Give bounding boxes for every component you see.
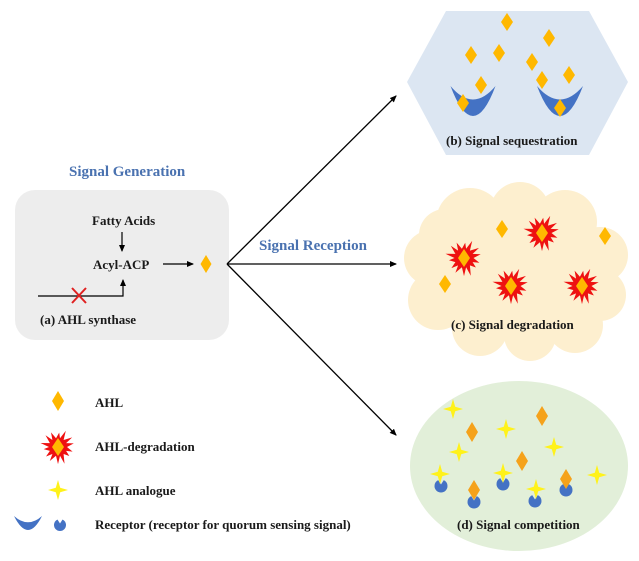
- ahl-degradation-starburst-icon: [40, 430, 74, 465]
- signal-generation-heading: Signal Generation: [69, 164, 186, 180]
- competition-caption: (d) Signal competition: [457, 517, 580, 532]
- ahl-diamond-icon: [501, 13, 513, 31]
- ahl-diamond-icon: [560, 469, 572, 489]
- ahl-diamond-icon: [536, 71, 548, 89]
- degradation-caption: (c) Signal degradation: [451, 317, 574, 332]
- ahl-diamond-icon: [52, 391, 64, 411]
- sequestration-hexagon: [407, 11, 628, 155]
- ahl-diamond-icon: [493, 44, 505, 62]
- ahl-diamond-icon: [516, 451, 528, 471]
- ahl-diamond-icon: [466, 422, 478, 442]
- ahl-degradation-starburst-icon: [445, 240, 481, 277]
- ahl-analogue-star-icon: [443, 399, 463, 419]
- arrow-to-sequestration: [226, 95, 397, 265]
- synthase-pathway-line: [38, 279, 126, 297]
- legend-label-ahl: AHL: [95, 395, 124, 410]
- legend-label-receptor: Receptor (receptor for quorum sensing si…: [95, 517, 351, 532]
- ahl-analogue-star-icon: [526, 479, 546, 499]
- competition-items: [430, 399, 607, 509]
- ahl-diamond-icon: [468, 480, 480, 500]
- ahl-diamond-icon: [200, 255, 212, 273]
- ahl-analogue-star-icon: [493, 463, 513, 483]
- ahl-degradation-starburst-icon: [563, 268, 599, 305]
- fatty-acids-label: Fatty Acids: [92, 213, 156, 228]
- receptor-icon: [54, 518, 66, 531]
- ahl-diamond-icon: [465, 46, 477, 64]
- legend-label-ahl-degradation: AHL-degradation: [95, 439, 195, 454]
- legend-label-ahl-analogue: AHL analogue: [95, 483, 176, 498]
- acyl-acp-label: Acyl-ACP: [93, 257, 150, 272]
- inhibition-x-icon: [71, 287, 87, 304]
- degradation-items: [439, 215, 611, 305]
- ahl-analogue-star-icon: [48, 480, 68, 500]
- sequestration-items: [450, 13, 583, 117]
- ahl-diamond-icon: [554, 99, 566, 117]
- synthase-box: [15, 190, 229, 340]
- ahl-diamond-icon: [475, 76, 487, 94]
- ahl-analogue-star-icon: [544, 437, 564, 457]
- ahl-diamond-icon: [457, 94, 469, 112]
- ahl-synthase-caption: (a) AHL synthase: [40, 312, 137, 327]
- arrow-to-competition: [226, 263, 397, 436]
- signal-reception-heading: Signal Reception: [259, 238, 367, 254]
- ahl-analogue-star-icon: [587, 465, 607, 485]
- sequestration-caption: (b) Signal sequestration: [446, 133, 578, 148]
- ahl-diamond-icon: [543, 29, 555, 47]
- ahl-diamond-icon: [439, 275, 451, 293]
- ahl-analogue-star-icon: [449, 442, 469, 462]
- degradation-cloud: [404, 182, 628, 361]
- ahl-analogue-star-icon: [496, 419, 516, 439]
- ahl-diamond-icon: [536, 406, 548, 426]
- ahl-analogue-star-icon: [430, 464, 450, 484]
- ahl-diamond-icon: [200, 255, 212, 273]
- ahl-diamond-icon: [496, 220, 508, 238]
- receptor-cup-icon: [14, 516, 42, 530]
- legend-icons: [14, 391, 74, 531]
- ahl-diamond-icon: [563, 66, 575, 84]
- ahl-degradation-starburst-icon: [492, 268, 528, 305]
- ahl-diamond-icon: [599, 227, 611, 245]
- ahl-degradation-starburst-icon: [523, 215, 559, 252]
- ahl-diamond-icon: [526, 53, 538, 71]
